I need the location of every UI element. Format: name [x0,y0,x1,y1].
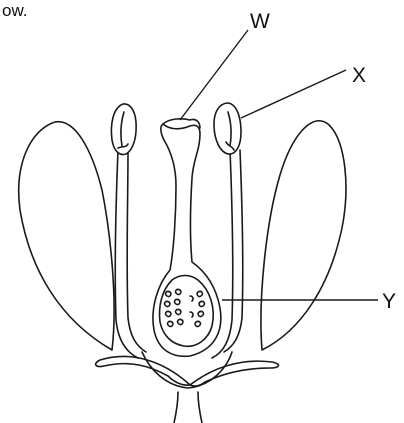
caption-fragment: ow. [2,1,28,20]
leader-x [241,70,346,118]
sepal-right [190,361,279,386]
stamen-left-filament [115,150,146,358]
petal-right [261,121,346,350]
petal-left [19,122,114,350]
label-w: W [250,10,270,33]
label-y: Y [382,290,396,313]
flower-stalk [174,392,202,423]
label-x: X [352,64,366,87]
anther-right [214,103,241,154]
leader-w [180,30,248,120]
sepal-left [96,356,190,385]
pistil [153,124,221,356]
